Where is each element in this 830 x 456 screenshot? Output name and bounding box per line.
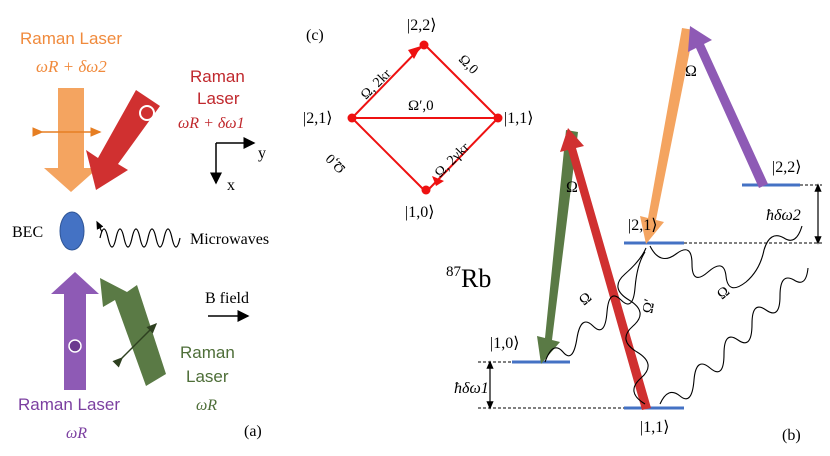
rabi-label-wave2: Ω′ — [640, 298, 658, 315]
isotope-label: 87Rb — [446, 264, 491, 293]
edge-21-22 — [351, 45, 423, 119]
laser-label-purple-line2: ωR — [66, 425, 87, 442]
node-21 — [347, 113, 357, 123]
panel-c: (c) |2,2⟩ |2,1⟩ |1,1⟩ |1,0⟩ Ω, 2kr Ω,0 Ω… — [303, 17, 533, 221]
raman-beam-red — [86, 90, 160, 190]
laser-label-green-line2: Laser — [186, 367, 229, 386]
node-22 — [419, 40, 429, 50]
panel-a-label: (a) — [244, 423, 262, 440]
splitting-label-2: ħδω2 — [766, 207, 801, 224]
microwave-wave-icon — [617, 247, 649, 405]
polarization-dot-icon — [139, 105, 155, 121]
node-label-11: |1,1⟩ — [504, 110, 533, 127]
polarization-dot-icon — [68, 339, 82, 353]
b-field-label: B field — [205, 290, 249, 307]
microwaves-label: Microwaves — [190, 231, 269, 248]
bec-label: BEC — [12, 224, 43, 241]
transition-arrow-red — [560, 128, 651, 410]
node-label-22: |2,2⟩ — [407, 17, 436, 34]
edge-label-22-11: Ω,0 — [455, 52, 480, 77]
level-label-10: |1,0⟩ — [490, 335, 519, 352]
node-11 — [493, 113, 503, 123]
laser-label-red-line2: Laser — [197, 89, 240, 108]
edge-21-10 — [351, 117, 425, 191]
axis-x-label: x — [227, 177, 235, 194]
axes-icon — [210, 137, 256, 185]
panel-a: Raman Laser ωR + δω2 Raman Laser ωR + δω… — [12, 29, 269, 442]
axis-y-label: y — [258, 145, 266, 162]
double-arrow-icon — [112, 322, 158, 368]
microwave-wave-icon — [649, 225, 803, 289]
raman-beam-orange — [32, 88, 102, 192]
microwave-wave-icon — [544, 251, 646, 363]
transition-arrow-purple — [688, 26, 768, 188]
laser-label-orange-line1: Raman Laser — [20, 29, 122, 48]
rabi-label-green: Ω — [566, 179, 578, 196]
edge-11-10 — [427, 117, 499, 191]
panel-b: |1,0⟩ |1,1⟩ |2,1⟩ |2,2⟩ Ω Ω Ω Ω′ Ω 87Rb … — [446, 26, 822, 444]
laser-label-purple-line1: Raman Laser — [18, 395, 120, 414]
splitting-label-1: ħδω1 — [454, 380, 489, 397]
node-label-10: |1,0⟩ — [405, 204, 434, 221]
level-label-21: |2,1⟩ — [628, 217, 657, 234]
laser-label-orange-line2: ωR + δω2 — [36, 57, 107, 76]
node-10 — [421, 185, 431, 195]
edge-label-21-10: Ω,0 — [323, 150, 348, 175]
edge-label-21-11: Ω′,0 — [408, 98, 434, 114]
laser-label-red-line1: Raman — [190, 67, 245, 86]
rabi-label-wave1: Ω — [576, 290, 595, 309]
edge-label-21-22: Ω, 2kr — [358, 66, 394, 102]
microwave-wave-icon — [659, 267, 809, 405]
edge-arrow-icon — [408, 46, 421, 59]
transition-arrow-green — [537, 130, 578, 364]
bec-ellipse-icon — [59, 211, 85, 251]
level-label-11: |1,1⟩ — [640, 419, 669, 436]
microwave-wave-icon — [99, 228, 181, 248]
level-label-22: |2,2⟩ — [772, 159, 801, 176]
raman-beam-green — [100, 278, 166, 386]
edge-arrow-icon — [432, 176, 444, 186]
laser-label-green-line1: Raman — [180, 343, 235, 362]
panel-b-label: (b) — [782, 427, 801, 444]
laser-label-red-line3: ωR + δω1 — [178, 115, 245, 132]
edge-22-11 — [425, 45, 499, 119]
raman-beam-purple — [51, 272, 99, 390]
laser-label-green-line3: ωR — [196, 397, 217, 414]
node-label-21: |2,1⟩ — [303, 110, 332, 127]
rabi-label-orange: Ω — [685, 63, 697, 80]
transition-arrow-orange — [640, 28, 694, 244]
panel-c-label: (c) — [306, 27, 324, 44]
edge-label-11-10: Ω, 2γkr — [432, 140, 473, 181]
